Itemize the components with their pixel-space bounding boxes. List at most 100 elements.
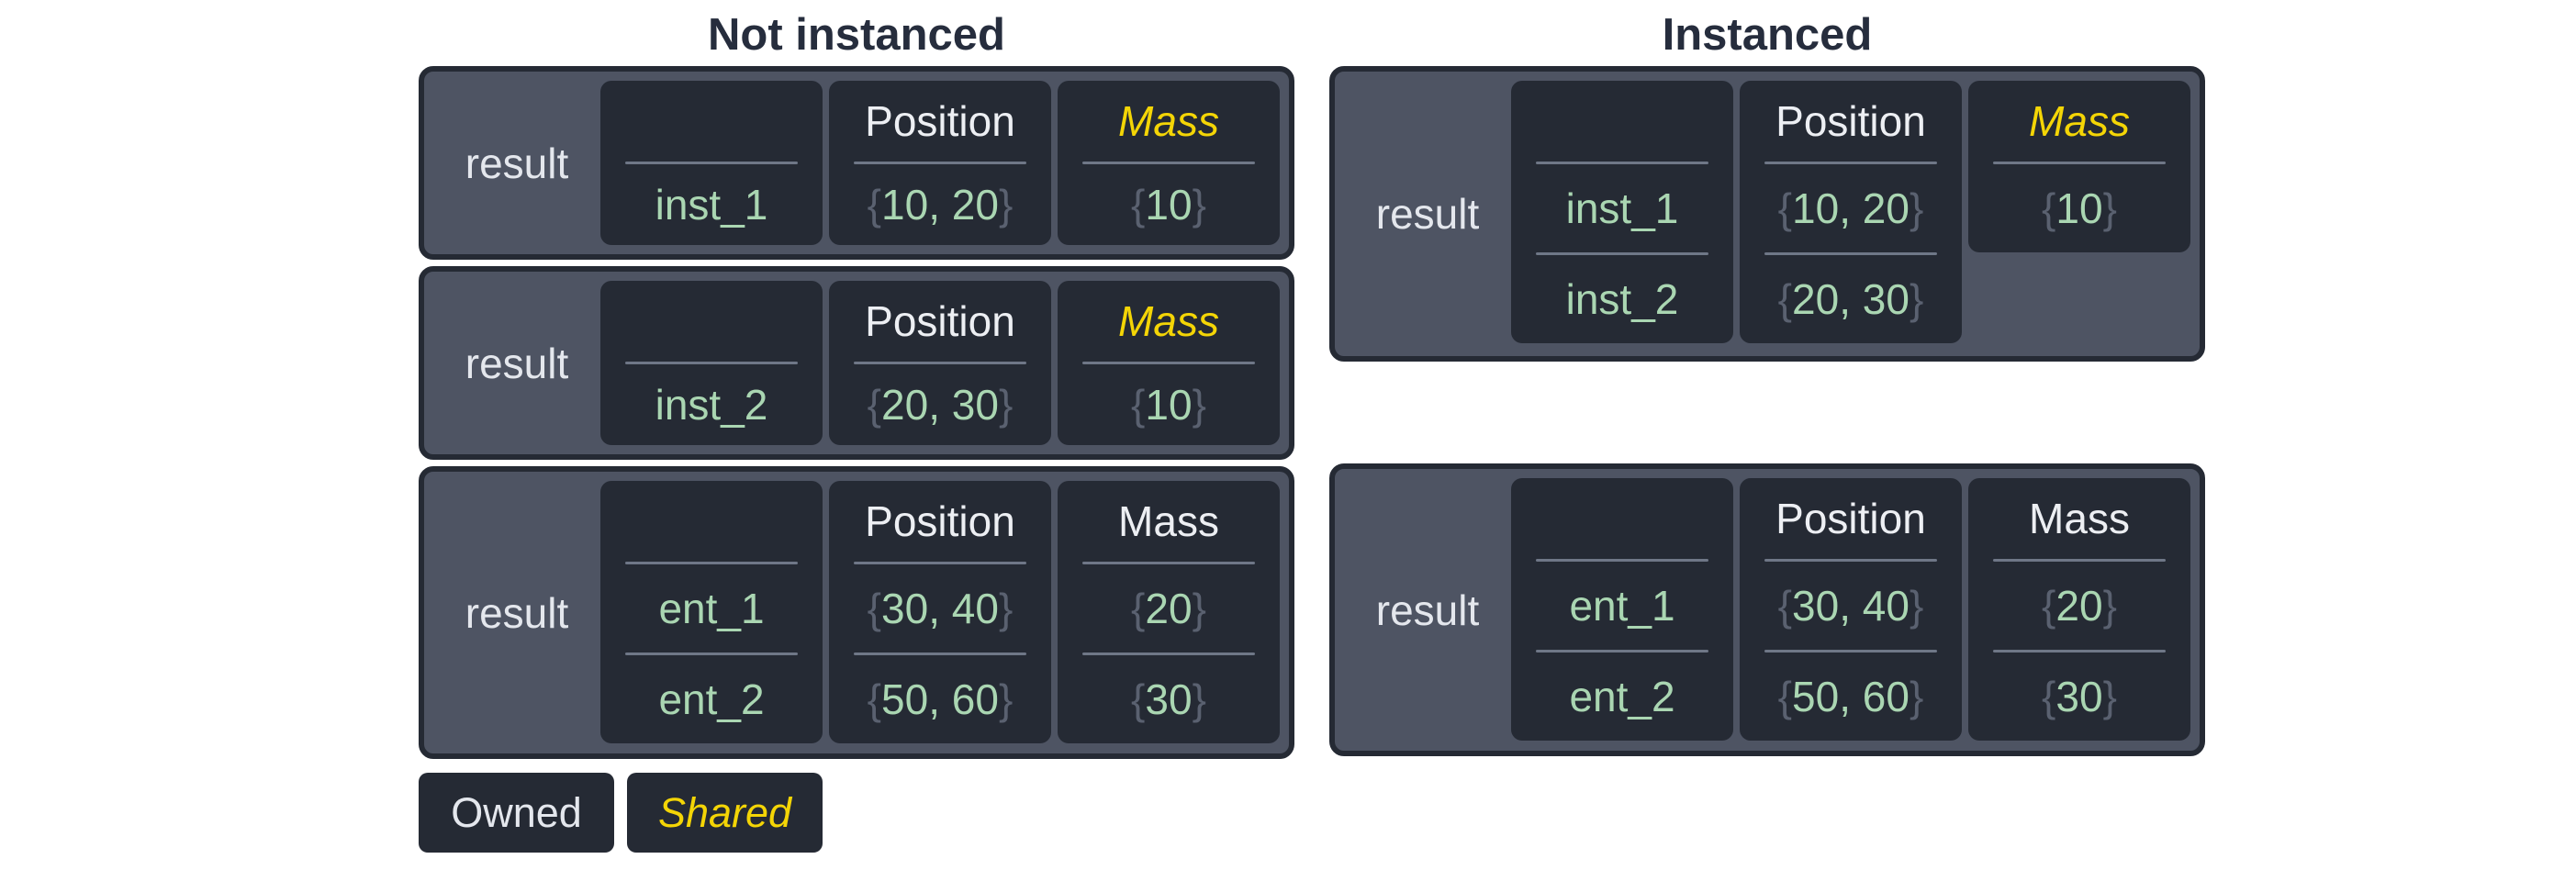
- row-divider-line: [625, 362, 798, 364]
- value-text: 30: [2055, 673, 2103, 720]
- value-close-brace: }: [1909, 275, 1924, 323]
- component-column: Position {10, 20}: [829, 81, 1051, 245]
- row-divider-line: [1993, 559, 2166, 562]
- component-column: Position {30, 40}{50, 60}: [1740, 478, 1962, 741]
- value-row: {10}: [1058, 164, 1280, 245]
- value-text: ent_1: [658, 585, 765, 632]
- value-text: inst_2: [655, 381, 768, 429]
- component-column: Position {30, 40}{50, 60}: [829, 481, 1051, 743]
- value-close-brace: }: [1909, 673, 1924, 720]
- column-header-label: Position: [1775, 495, 1926, 542]
- row-divider-line: [1082, 652, 1255, 655]
- value-close-brace: }: [1192, 181, 1206, 229]
- column-header-row: Position: [1740, 478, 1962, 559]
- legend-chip-label: Owned: [451, 788, 582, 836]
- section-title-instanced: Instanced: [1662, 10, 1873, 60]
- value-row: {30, 40}: [829, 564, 1051, 652]
- section-not-instanced: Not instanced result inst_1 Position {10…: [419, 0, 1294, 853]
- value-close-brace: }: [998, 181, 1014, 229]
- row-divider-line: [625, 652, 798, 655]
- value-open-brace: {: [1777, 582, 1793, 630]
- value-open-brace: {: [2042, 184, 2056, 232]
- value-close-brace: }: [998, 585, 1014, 632]
- column-header-row: Mass: [1058, 81, 1280, 162]
- value-close-brace: }: [998, 381, 1014, 429]
- row-divider-line: [1764, 162, 1937, 164]
- value-row: {30}: [1968, 652, 2190, 741]
- value-text: 30: [1145, 675, 1193, 723]
- value-text: 10: [1145, 181, 1193, 229]
- component-column: Mass {20}{30}: [1058, 481, 1280, 743]
- result-label: result: [465, 588, 569, 637]
- column-header-label: Mass: [1118, 297, 1219, 345]
- section-title-not-instanced: Not instanced: [708, 10, 1005, 60]
- column-header-label: Position: [865, 497, 1015, 545]
- value-text: inst_1: [1565, 184, 1679, 232]
- value-row: ent_2: [1511, 652, 1733, 741]
- value-row: {10}: [1968, 164, 2190, 252]
- column-header-row: [1511, 478, 1733, 559]
- row-divider-line: [1764, 252, 1937, 255]
- column-header-row: Mass: [1968, 81, 2190, 162]
- component-column: ent_1 ent_2: [600, 481, 823, 743]
- component-column: inst_2: [600, 281, 823, 445]
- value-row: ent_2: [600, 655, 823, 743]
- value-text: 30, 40: [1792, 582, 1910, 630]
- row-divider-line: [1082, 362, 1255, 364]
- column-header-row: Mass: [1058, 281, 1280, 362]
- row-divider-line: [854, 362, 1026, 364]
- value-close-brace: }: [998, 675, 1014, 723]
- value-row: {50, 60}: [829, 655, 1051, 743]
- column-header-row: Position: [829, 481, 1051, 562]
- value-open-brace: {: [1777, 184, 1793, 232]
- result-label: result: [465, 139, 569, 187]
- value-row: {20, 30}: [1740, 255, 1962, 343]
- value-text: ent_2: [1569, 673, 1675, 720]
- column-header-label: Position: [1775, 97, 1926, 145]
- value-text: ent_1: [1569, 582, 1675, 630]
- value-text: 50, 60: [881, 675, 999, 723]
- value-open-brace: {: [1131, 675, 1146, 723]
- value-close-brace: }: [2102, 184, 2117, 232]
- row-divider-line: [1536, 559, 1708, 562]
- row-divider-line: [1536, 650, 1708, 652]
- panel-columns: inst_1 Position {10, 20} Mass {10}: [600, 81, 1280, 245]
- value-open-brace: {: [867, 675, 882, 723]
- component-column: Mass {20}{30}: [1968, 478, 2190, 741]
- column-header-row: Position: [829, 81, 1051, 162]
- value-open-brace: {: [867, 585, 882, 632]
- value-open-brace: {: [2042, 582, 2056, 630]
- value-row: {10}: [1058, 364, 1280, 445]
- value-text: 20: [1145, 585, 1193, 632]
- value-open-brace: {: [1131, 381, 1146, 429]
- value-row: {10, 20}: [1740, 164, 1962, 252]
- value-text: 20, 30: [881, 381, 999, 429]
- component-column: Mass {10}: [1058, 281, 1280, 445]
- row-divider-line: [1536, 252, 1708, 255]
- value-text: 10, 20: [1792, 184, 1910, 232]
- value-close-brace: }: [1909, 184, 1924, 232]
- row-divider-line: [625, 162, 798, 164]
- value-close-brace: }: [2102, 582, 2117, 630]
- value-row: ent_1: [1511, 562, 1733, 650]
- column-header-row: Mass: [1968, 478, 2190, 559]
- value-text: 20, 30: [1792, 275, 1910, 323]
- row-divider-line: [854, 162, 1026, 164]
- component-column: ent_1 ent_2: [1511, 478, 1733, 741]
- row-divider-line: [1764, 650, 1937, 652]
- column-header-label: Position: [865, 97, 1015, 145]
- component-column: inst_1: [600, 81, 823, 245]
- value-row: inst_1: [1511, 164, 1733, 252]
- value-text: 30, 40: [881, 585, 999, 632]
- query-result-panel: result inst_2 Position {20, 30} Mass {10…: [419, 266, 1294, 460]
- row-divider-line: [1993, 650, 2166, 652]
- legend: Owned Shared: [419, 773, 1294, 853]
- value-row: {50, 60}: [1740, 652, 1962, 741]
- component-column: Position {10, 20}{20, 30}: [1740, 81, 1962, 343]
- legend-chip: Owned: [419, 773, 614, 853]
- value-row: {20, 30}: [829, 364, 1051, 445]
